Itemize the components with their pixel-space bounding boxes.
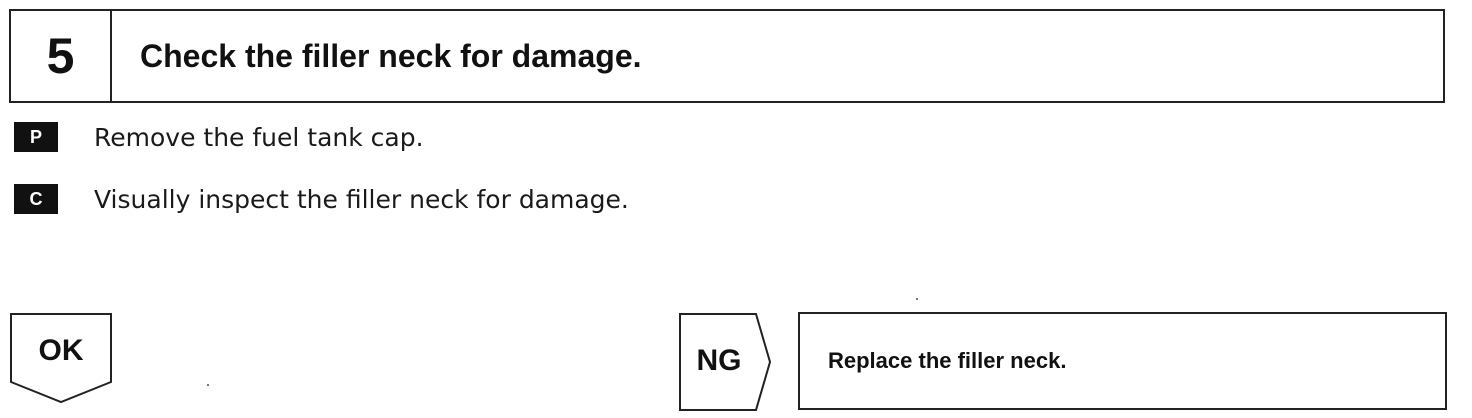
ng-label: NG [696, 344, 742, 377]
ng-arrow-icon [679, 313, 772, 411]
ok-label: OK [38, 334, 84, 367]
ok-arrow-icon [10, 313, 112, 404]
procedure-badge: P [14, 122, 58, 152]
ng-action-text: Replace the filler neck. [828, 348, 1067, 373]
ng-result-box: Replace the filler neck. [798, 312, 1447, 410]
scan-speck [916, 298, 918, 300]
step-number: 5 [11, 11, 112, 101]
procedure-text: Remove the fuel tank cap. [94, 122, 424, 152]
scan-speck [207, 384, 209, 386]
step-header: 5 Check the filler neck for damage. [9, 9, 1445, 103]
check-badge: C [14, 184, 58, 214]
check-text: Visually inspect the filler neck for dam… [94, 184, 629, 214]
procedure-instruction: P Remove the fuel tank cap. [14, 122, 424, 152]
step-title: Check the filler neck for damage. [140, 37, 642, 74]
check-instruction: C Visually inspect the filler neck for d… [14, 184, 629, 214]
